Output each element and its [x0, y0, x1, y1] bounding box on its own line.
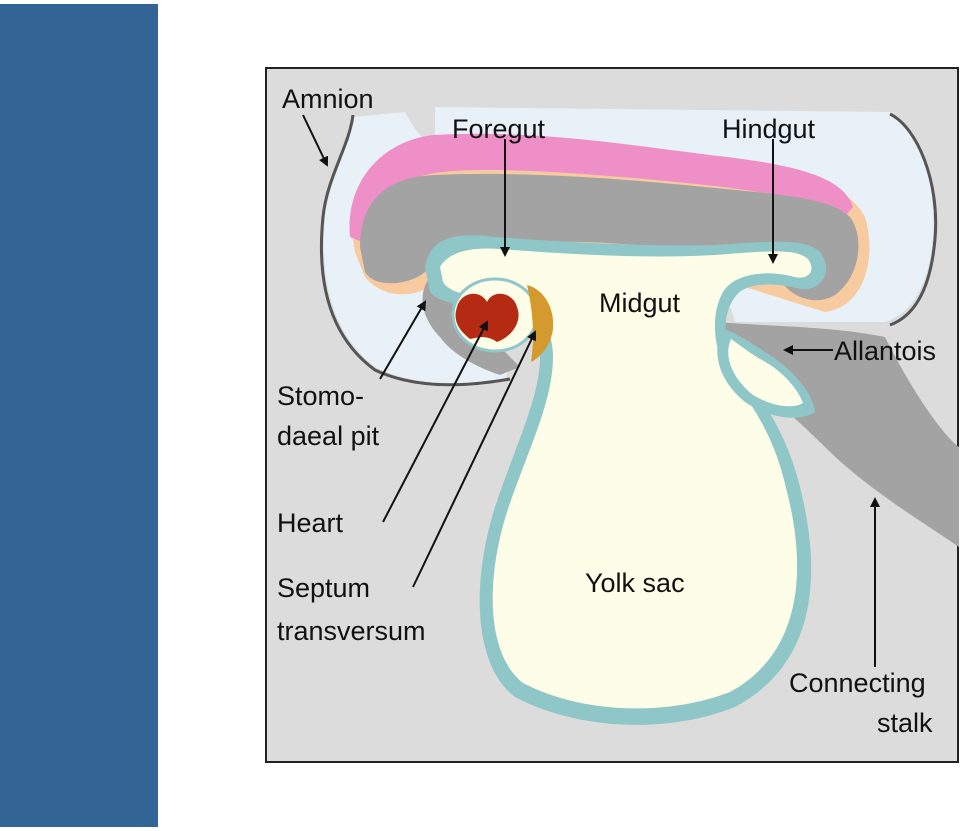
ectoderm-layer — [349, 133, 853, 245]
label-heart: Heart — [277, 508, 344, 538]
embryo-body — [360, 173, 859, 301]
label-septum-1: Septum — [277, 573, 370, 603]
allantois-lumen — [728, 339, 803, 407]
amnion-membrane-right — [889, 112, 938, 327]
label-hindgut: Hindgut — [722, 114, 816, 144]
label-stomodaeal-1: Stomo- — [277, 381, 364, 411]
label-stomodaeal-2: daeal pit — [277, 421, 380, 451]
label-midgut: Midgut — [599, 288, 681, 318]
label-allantois: Allantois — [834, 336, 936, 366]
heart-arrow — [382, 320, 488, 523]
label-connecting-2: stalk — [877, 708, 933, 738]
embryo-diagram: Amnion Foregut Hindgut Midgut Allantois … — [265, 67, 959, 763]
label-connecting-1: Connecting — [789, 668, 926, 698]
label-yolk-sac: Yolk sac — [585, 568, 685, 598]
slide-side-bar — [0, 4, 158, 827]
stomodaeal-arrow — [379, 300, 427, 380]
amnion-arrow — [302, 114, 329, 167]
septum-transversum-shape — [527, 285, 554, 362]
label-amnion: Amnion — [282, 84, 374, 114]
label-foregut: Foregut — [452, 114, 546, 144]
amnion-membrane — [319, 114, 511, 387]
septum-arrow — [412, 330, 537, 588]
yolk-sac-lumen — [440, 248, 812, 709]
heart-shape — [455, 293, 519, 342]
label-septum-2: transversum — [277, 616, 426, 646]
